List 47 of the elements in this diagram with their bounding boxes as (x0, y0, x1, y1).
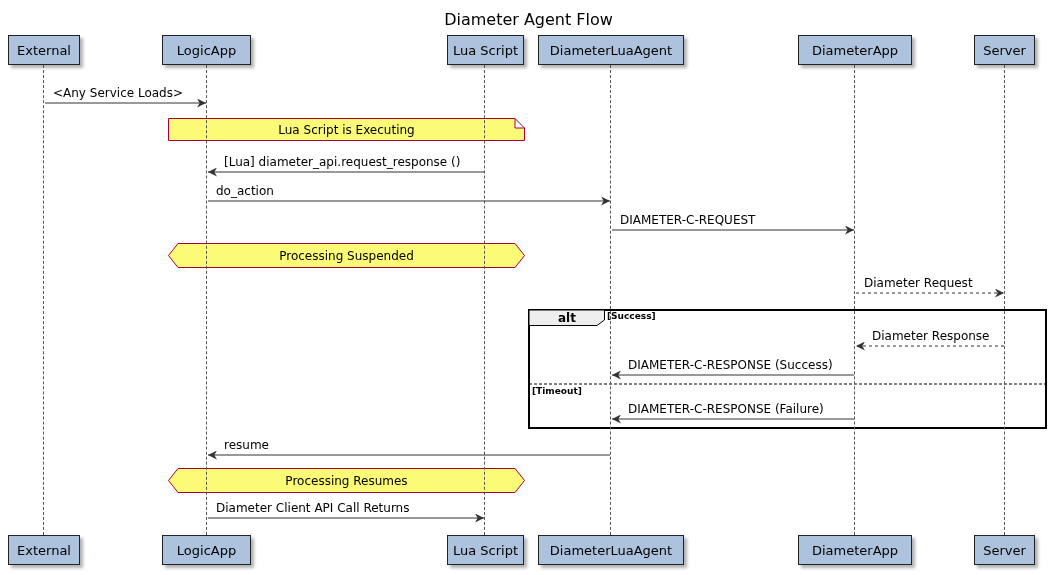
message-arrow (207, 450, 611, 460)
participant-box: Lua Script (447, 35, 524, 65)
message-label: Diameter Request (864, 276, 973, 290)
lifeline (854, 65, 856, 535)
message-arrow (611, 225, 855, 235)
hexagon-note (168, 468, 525, 493)
participant-box: DiameterApp (798, 535, 912, 565)
message-label: DIAMETER-C-REQUEST (620, 213, 756, 227)
message-label: DIAMETER-C-RESPONSE (Success) (628, 358, 833, 372)
fragment-label: alt (558, 311, 576, 325)
participant-box: External (8, 35, 80, 65)
guard-label: [Success] (607, 311, 656, 321)
message-arrow (855, 288, 1005, 298)
diagram-title: Diameter Agent Flow (443, 10, 614, 29)
message-label: do_action (216, 184, 274, 198)
message-label: DIAMETER-C-RESPONSE (Failure) (628, 402, 824, 416)
participant-box: External (8, 535, 80, 565)
lifeline (1004, 65, 1006, 535)
message-label: <Any Service Loads> (53, 86, 184, 100)
fragment-tab (529, 310, 605, 326)
note-text: Processing Resumes (285, 473, 408, 488)
participant-box: DiameterLuaAgent (538, 35, 684, 65)
participant-box: DiameterLuaAgent (538, 535, 684, 565)
message-label: Diameter Client API Call Returns (216, 501, 410, 515)
lifeline (610, 65, 612, 535)
guard-label: [Timeout] (532, 386, 582, 396)
participant-box: LogicApp (162, 35, 251, 65)
message-arrow (855, 341, 1005, 351)
message-label: Diameter Response (872, 329, 990, 343)
note-box (168, 118, 525, 141)
participant-box: Lua Script (447, 535, 524, 565)
message-arrow (207, 167, 485, 177)
note-text: Lua Script is Executing (278, 122, 415, 137)
message-arrow (207, 513, 485, 523)
message-label: resume (224, 438, 269, 452)
participant-box: Server (974, 535, 1035, 565)
lifeline (43, 65, 45, 535)
message-label: [Lua] diameter_api.request_response () (224, 155, 461, 169)
message-arrow (207, 196, 611, 206)
participant-box: Server (974, 35, 1035, 65)
message-arrow (44, 98, 207, 108)
participant-box: DiameterApp (798, 35, 912, 65)
participant-box: LogicApp (162, 535, 251, 565)
message-arrow (611, 370, 855, 380)
note-text: Processing Suspended (279, 248, 414, 263)
hexagon-note (168, 243, 525, 268)
message-arrow (611, 414, 855, 424)
